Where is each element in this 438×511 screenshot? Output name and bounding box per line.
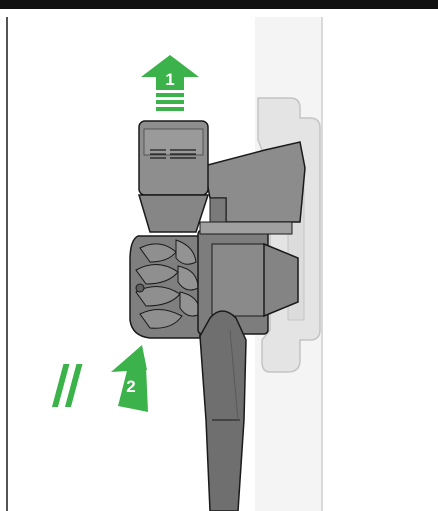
step-1-arrow-up-icon: 1 [141, 55, 199, 111]
cyclone-assembly [129, 235, 201, 339]
vacuum-handle [203, 141, 306, 223]
vacuum-top-cap [137, 120, 210, 233]
wand-tube [199, 310, 247, 511]
step-2-arrow-diagonal-icon: 2 [51, 345, 148, 412]
step-1-number: 1 [165, 70, 174, 89]
step-2-number: 2 [126, 377, 135, 396]
top-border-bar [0, 0, 438, 9]
